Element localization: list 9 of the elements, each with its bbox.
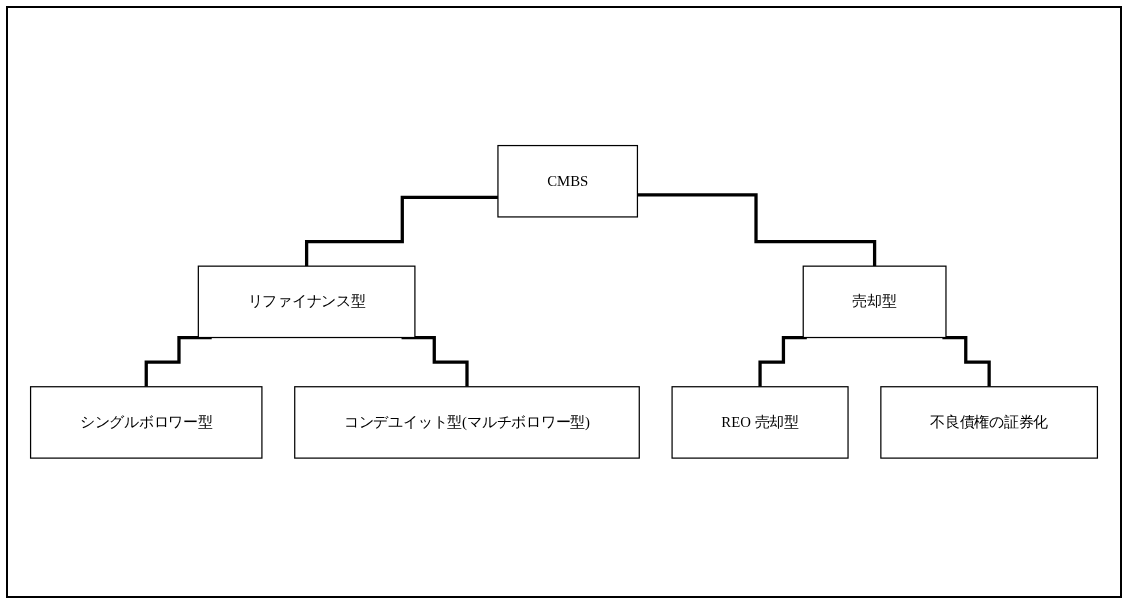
node-box: コンデユイット型(マルチボロワー型) <box>294 386 640 459</box>
node-box: 不良債権の証券化 <box>880 386 1099 459</box>
node-box: REO 売却型 <box>671 386 849 459</box>
connector <box>637 193 877 268</box>
node-box: シングルボロワー型 <box>29 386 263 459</box>
node-box: 売却型 <box>802 265 947 339</box>
node-box: リファイナンス型 <box>197 265 416 339</box>
node-box: CMBS <box>497 145 639 218</box>
connector <box>305 195 498 268</box>
